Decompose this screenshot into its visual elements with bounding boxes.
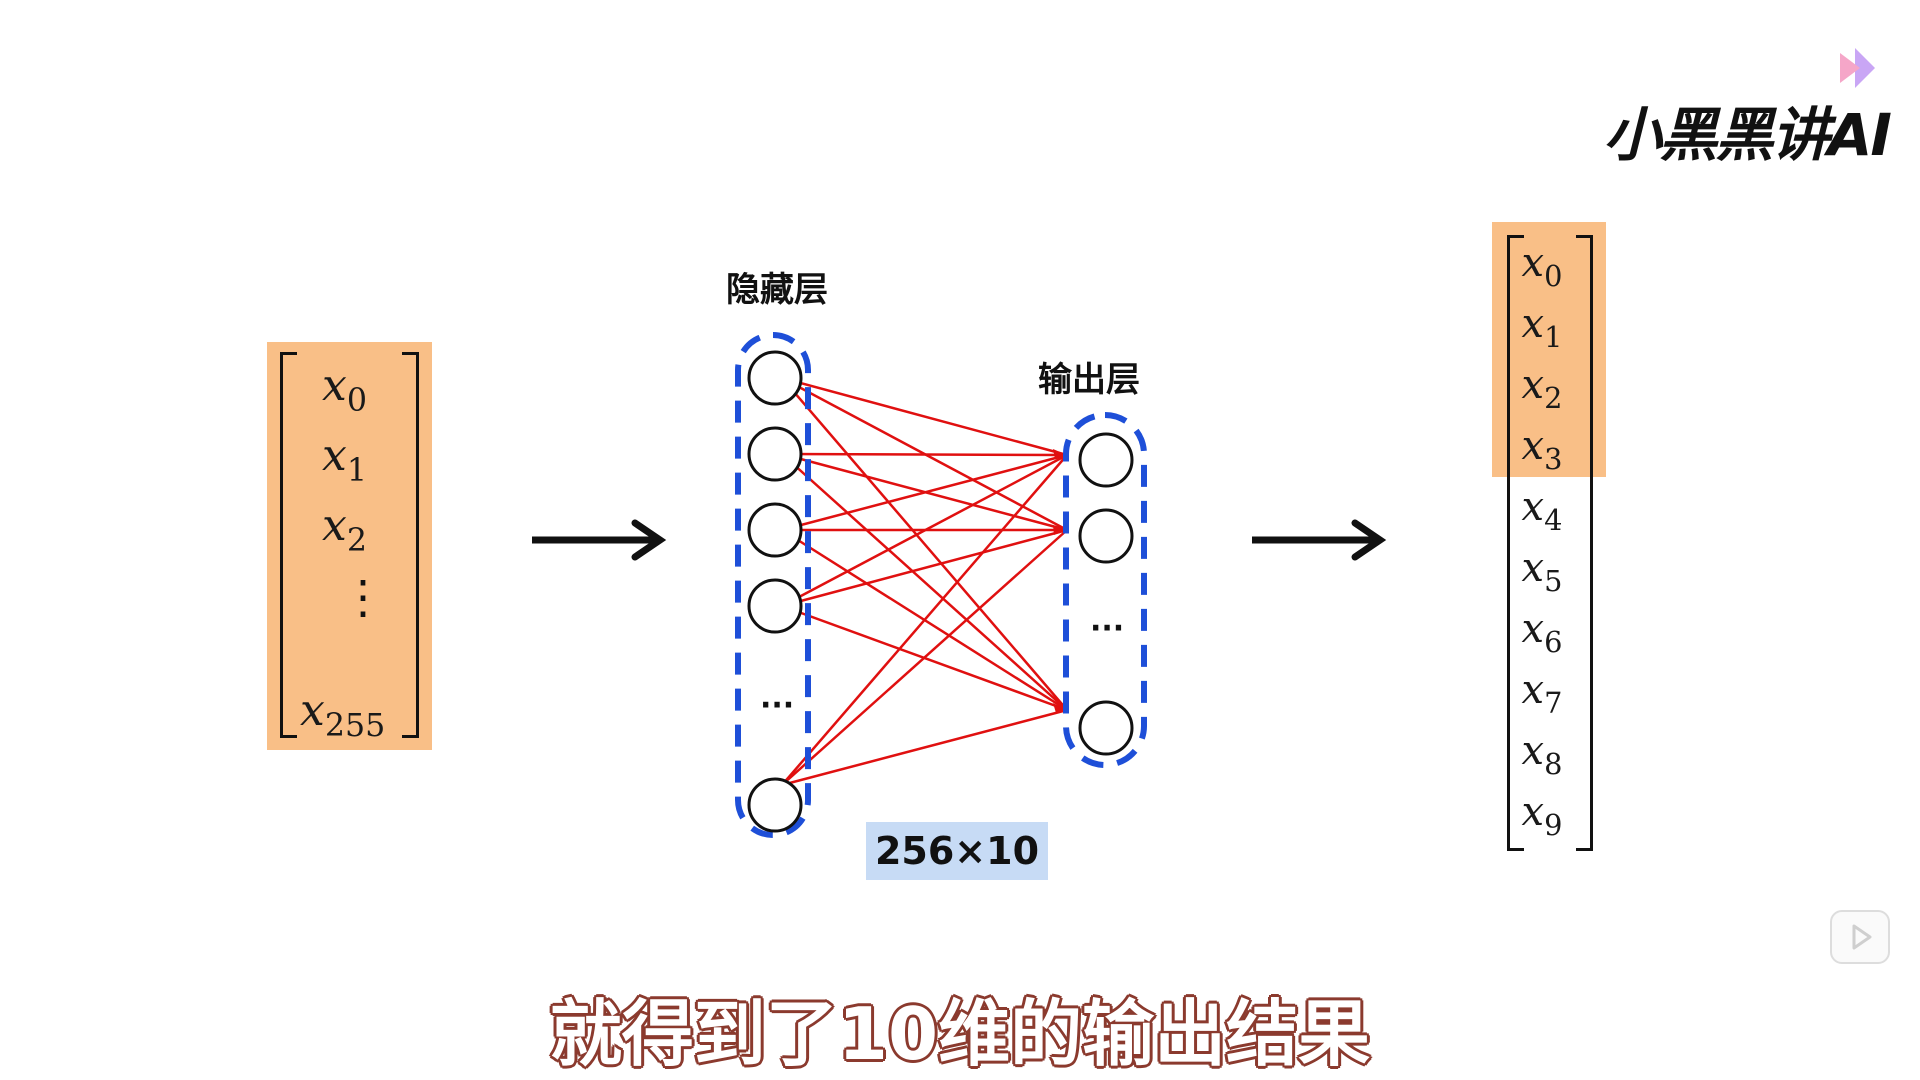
play-icon	[1852, 924, 1872, 950]
output-entry-x2: x2	[1521, 362, 1563, 416]
input-entry-x255: x255	[300, 685, 386, 745]
right-arrow-icon	[1252, 519, 1387, 561]
output-entry-x3: x3	[1521, 423, 1563, 477]
output-entry-x9: x9	[1521, 789, 1563, 843]
output-node	[1078, 432, 1134, 488]
output-entry-x5: x5	[1521, 545, 1563, 599]
input-entry-x2: x2	[322, 500, 367, 560]
weight-matrix-dimension-label: 256×10	[866, 822, 1048, 880]
input-vector-left-bracket	[280, 352, 297, 738]
network-edges	[781, 376, 1068, 787]
edge	[781, 377, 1068, 711]
output-entry-x6: x6	[1521, 606, 1563, 660]
hidden-node	[747, 426, 803, 482]
output-entry-x0: x0	[1521, 240, 1563, 294]
edge-arrowhead	[1053, 525, 1067, 535]
edge-arrowhead	[1053, 449, 1067, 459]
output-vector-highlight	[1492, 222, 1606, 477]
input-vertical-ellipsis: ⋮	[340, 570, 386, 624]
output-layer-title: 输出层	[1038, 360, 1140, 400]
hidden-node	[747, 350, 803, 406]
edge	[781, 452, 1068, 457]
hidden-node	[747, 502, 803, 558]
hidden-layer-title: 隐藏层	[726, 270, 828, 310]
output-entry-x7: x7	[1521, 667, 1563, 721]
hidden-layer-ellipsis: ···	[760, 688, 794, 723]
network-diagram: ··· ···	[735, 332, 1147, 838]
edge	[781, 376, 1068, 457]
output-entry-x1: x1	[1521, 301, 1563, 355]
output-vector-left-bracket	[1507, 235, 1524, 851]
input-vector-right-bracket	[402, 352, 419, 738]
edge	[781, 454, 1068, 786]
output-node	[1078, 700, 1134, 756]
edge	[781, 453, 1068, 532]
logo-decoration-icon	[1840, 48, 1875, 88]
hidden-node	[747, 578, 803, 634]
output-layer-outline	[1063, 412, 1147, 768]
edge	[781, 453, 1068, 711]
edge	[781, 528, 1068, 608]
right-arrow-icon	[532, 519, 667, 561]
play-button[interactable]	[1830, 910, 1890, 964]
brand-logo: 小黑黑讲AI	[1603, 101, 1892, 169]
input-vector-highlight	[267, 342, 432, 750]
output-layer-ellipsis: ···	[1090, 611, 1124, 646]
output-entry-x4: x4	[1521, 484, 1563, 538]
hidden-layer-outline	[735, 332, 811, 838]
video-subtitle: 就得到了10维的输出结果	[549, 992, 1371, 1076]
output-vector-right-bracket	[1576, 235, 1593, 851]
edge	[781, 453, 1068, 608]
edge	[781, 708, 1068, 787]
hidden-node	[747, 777, 803, 833]
input-entry-x1: x1	[322, 430, 367, 490]
output-node	[1078, 508, 1134, 564]
output-entry-x8: x8	[1521, 728, 1563, 782]
input-entry-x0: x0	[322, 360, 367, 420]
edge	[781, 529, 1068, 786]
